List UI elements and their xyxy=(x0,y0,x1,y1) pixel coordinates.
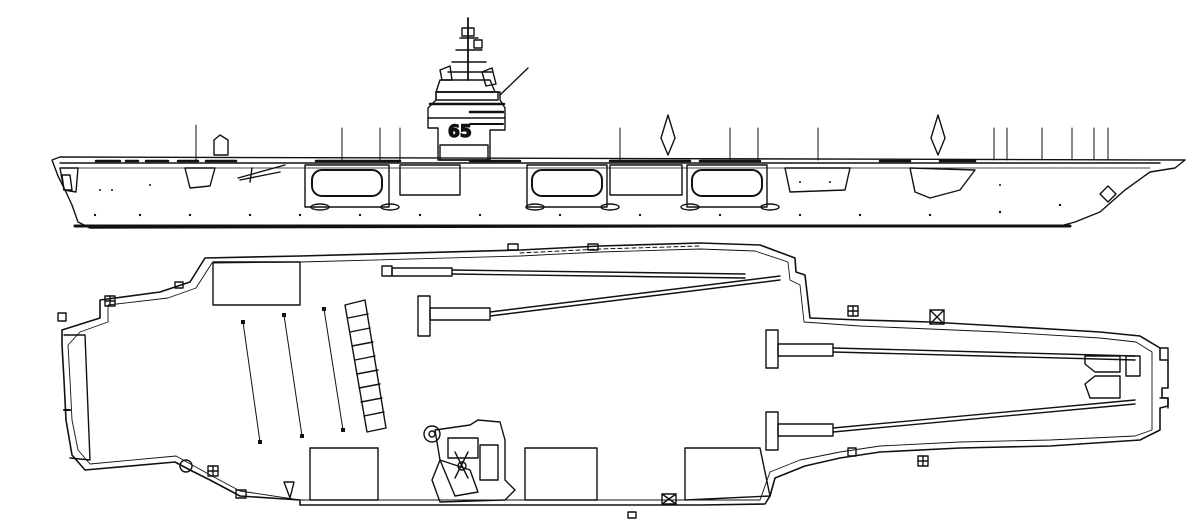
side-elevation: 65 xyxy=(51,17,1186,229)
plan-elevators xyxy=(212,261,771,501)
deck-masts xyxy=(195,124,1109,161)
sponsons xyxy=(59,167,976,199)
stern-ramp xyxy=(63,334,91,461)
arresting-wires xyxy=(242,308,344,443)
bow-fittings xyxy=(1084,355,1141,399)
bow-anchor xyxy=(1099,185,1117,203)
hull-fittings xyxy=(310,203,780,211)
plan-island xyxy=(423,419,516,503)
deck-edge-inner xyxy=(67,248,1153,501)
hangar-openings xyxy=(311,169,763,197)
barricade-ladder xyxy=(344,299,387,433)
radar-diamonds xyxy=(660,114,946,156)
stern-detail xyxy=(61,174,73,191)
wire-ends xyxy=(241,307,345,444)
flight-deck-outline xyxy=(61,242,1169,506)
elevator-frames xyxy=(304,164,768,208)
edge-fittings xyxy=(57,243,945,519)
crane xyxy=(237,164,286,183)
bow-notches xyxy=(1159,347,1169,409)
island xyxy=(427,17,529,161)
aft-mount xyxy=(213,134,229,156)
portholes xyxy=(93,181,1062,217)
plan-view xyxy=(57,242,1169,519)
catapults xyxy=(381,265,1136,451)
deck-edge-dashes xyxy=(519,245,701,254)
hull-number-label: 65 xyxy=(448,122,472,142)
hull-outline xyxy=(51,156,1186,229)
